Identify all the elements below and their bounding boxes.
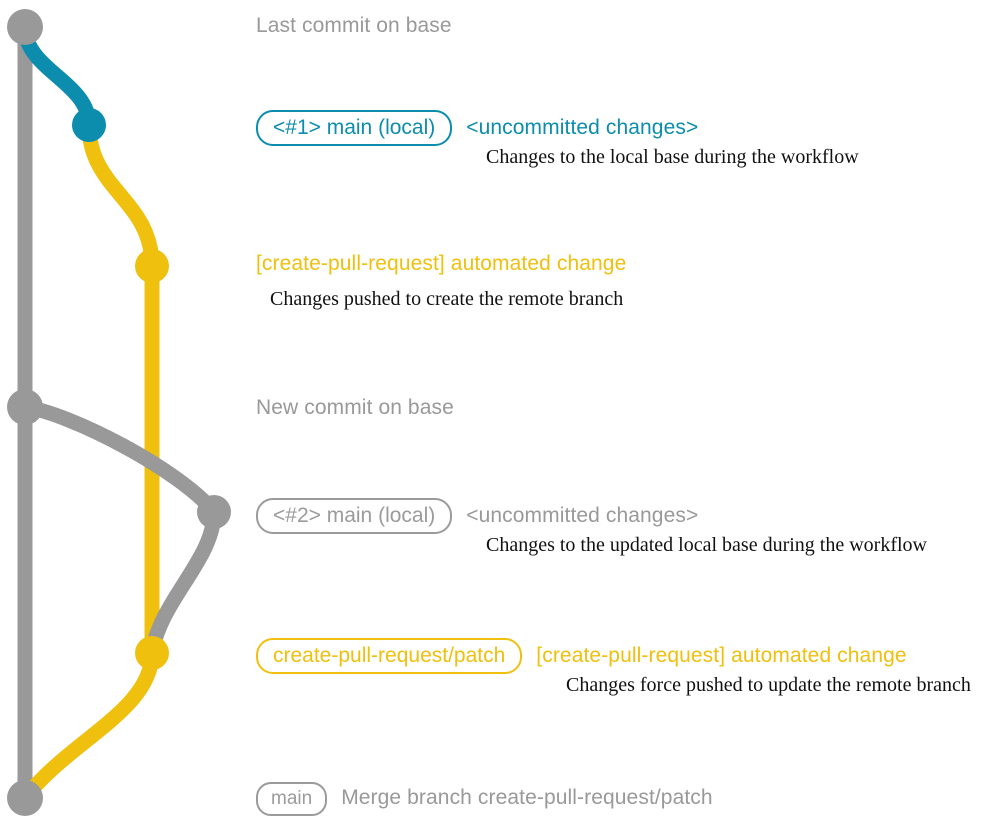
gray-branch-line	[17, 399, 222, 661]
yellow-branch-line-upper	[81, 117, 160, 661]
commit-node-new-base-commit	[7, 389, 43, 425]
commit-row-local-uncommitted-1: <#1> main (local) <uncommitted changes>	[256, 110, 698, 146]
commit-description-automated-change-1: Changes pushed to create the remote bran…	[270, 288, 624, 310]
commit-row-local-uncommitted-2: <#2> main (local) <uncommitted changes>	[256, 498, 698, 534]
ref-pill-main[interactable]: main	[256, 782, 328, 816]
commit-subject: <uncommitted changes>	[466, 116, 699, 139]
commit-node-local-commit-1	[72, 108, 106, 142]
ref-pill-main-local-2[interactable]: <#2> main (local)	[256, 498, 453, 534]
commit-description-automated-change-2: Changes force pushed to update the remot…	[566, 674, 971, 696]
yellow-merge-line	[17, 645, 160, 806]
ref-pill-create-pull-request-patch[interactable]: create-pull-request/patch	[256, 638, 523, 674]
commit-subject: Last commit on base	[256, 14, 452, 37]
commit-node-local-commit-2	[197, 495, 231, 529]
commit-node-base-head	[7, 9, 43, 45]
commit-subject: New commit on base	[256, 396, 454, 419]
commit-subject: <uncommitted changes>	[466, 504, 699, 527]
commit-row-merge-commit: main Merge branch create-pull-request/pa…	[256, 782, 713, 816]
commit-description-local-uncommitted-1: Changes to the local base during the wor…	[486, 146, 859, 168]
commit-node-patch-commit-2	[135, 636, 169, 670]
commit-row-last-commit-on-base: Last commit on base	[256, 14, 452, 38]
commit-node-merge-commit	[7, 780, 43, 816]
commit-description-local-uncommitted-2: Changes to the updated local base during…	[486, 534, 927, 556]
commit-subject: [create-pull-request] automated change	[256, 252, 627, 275]
commit-node-patch-commit-1	[135, 249, 169, 283]
commit-subject: Merge branch create-pull-request/patch	[341, 786, 713, 809]
commit-row-automated-change-2: create-pull-request/patch [create-pull-r…	[256, 638, 907, 674]
commit-row-new-commit-on-base: New commit on base	[256, 396, 454, 420]
commit-row-automated-change-1: [create-pull-request] automated change	[256, 252, 626, 276]
ref-pill-main-local-1[interactable]: <#1> main (local)	[256, 110, 453, 146]
commit-subject: [create-pull-request] automated change	[536, 644, 907, 667]
